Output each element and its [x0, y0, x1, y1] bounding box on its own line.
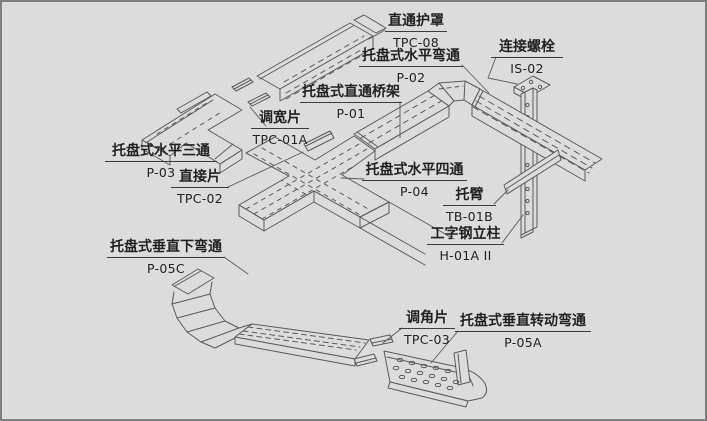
bottom-flat-tray [234, 323, 370, 367]
part-code: P-03 [146, 164, 176, 180]
part-name: 调宽片 [251, 110, 309, 129]
leader-tpc01a [249, 106, 267, 127]
label-tpc-08: 直通护罩 TPC-08 [385, 13, 447, 51]
label-p-05c: 托盘式垂直下弯通 P-05C [107, 239, 225, 277]
horizontal-cross [238, 135, 455, 266]
label-tpc-03: 调角片 TPC-03 [399, 310, 455, 348]
part-code: P-02 [396, 69, 426, 85]
part-name: 连接螺栓 [491, 39, 563, 58]
leader-tb01b [493, 189, 509, 205]
width-adjuster-plates [231, 77, 271, 107]
part-code: P-05A [504, 334, 542, 350]
part-code: TPC-08 [392, 34, 440, 50]
part-code: TB-01B [445, 208, 493, 224]
part-name: 直接片 [171, 169, 229, 188]
label-p-05a: 托盘式垂直转动弯通 P-05A [455, 313, 591, 351]
leader-p05a [430, 330, 459, 364]
part-code: TPC-02 [176, 190, 224, 206]
leader-tpc02 [227, 151, 304, 188]
part-code: P-04 [400, 183, 429, 199]
leader-tpc03 [382, 327, 403, 344]
leader-tpc08 [368, 29, 386, 40]
label-tpc-01a: 调宽片 TPC-01A [251, 110, 309, 148]
connector-plate [303, 130, 335, 152]
part-name: 托盘式水平四通 [362, 162, 467, 181]
part-code: TPC-03 [403, 331, 451, 347]
part-code: IS-02 [510, 60, 544, 76]
leader-p04 [340, 177, 365, 180]
label-p-04: 托盘式水平四通 P-04 [362, 162, 467, 200]
cover-tray [256, 14, 387, 102]
vertical-down-bend [171, 268, 253, 349]
part-name: 托盘式水平弯通 [359, 48, 463, 67]
leader-p03 [214, 143, 234, 160]
part-code: TPC-01A [252, 131, 308, 147]
part-name: 调角片 [399, 310, 455, 329]
label-p-03: 托盘式水平三通 P-03 [105, 143, 217, 181]
vertical-rotating-bend [383, 349, 488, 408]
leader-p05c [223, 256, 249, 275]
leader-h01a [501, 214, 524, 244]
part-name: 工字钢立柱 [427, 226, 504, 245]
part-name: 托盘式垂直下弯通 [107, 239, 225, 258]
angle-adjuster-plates [353, 334, 394, 367]
label-tpc-02: 直接片 TPC-02 [171, 169, 229, 207]
label-p-01: 托盘式直通桥架 P-01 [300, 84, 402, 122]
part-name: 托臂 [443, 187, 496, 206]
part-name: 托盘式直通桥架 [300, 84, 402, 103]
label-p-02: 托盘式水平弯通 P-02 [359, 48, 463, 86]
label-h-01a: 工字钢立柱 H-01A II [427, 226, 504, 264]
horizontal-tee [141, 91, 243, 174]
leader-is02 [487, 56, 518, 85]
label-is-02: 连接螺栓 IS-02 [491, 39, 563, 77]
bracket-arm [503, 149, 562, 195]
part-code: P-05C [147, 260, 185, 276]
part-name: 托盘式垂直转动弯通 [455, 313, 591, 332]
leader-p02 [461, 64, 490, 94]
part-code: H-01A II [439, 247, 492, 263]
part-name: 托盘式水平三通 [105, 143, 217, 162]
horizontal-elbow [427, 80, 481, 107]
label-tb-01b: 托臂 TB-01B [443, 187, 496, 225]
part-code: P-01 [336, 105, 366, 121]
leader-lines [214, 29, 524, 364]
part-name: 直通护罩 [385, 13, 447, 32]
